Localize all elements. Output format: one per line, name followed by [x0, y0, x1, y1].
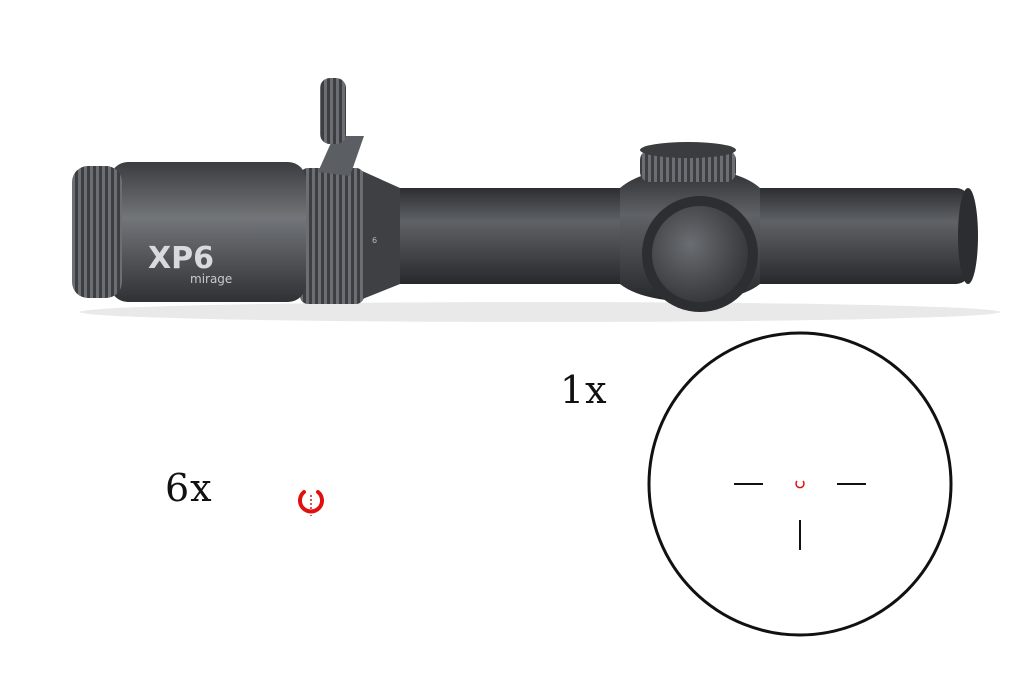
throw-lever-base — [318, 136, 364, 176]
elevation-turret — [640, 150, 736, 182]
eyepiece-ring — [72, 166, 122, 298]
objective-end — [958, 188, 978, 284]
scope-model-text: XP6 — [148, 241, 214, 276]
windage-turret — [652, 206, 748, 302]
reticle-view-1x — [647, 331, 953, 637]
ocular-housing — [110, 162, 306, 302]
magnification-mark: 6 — [372, 236, 377, 245]
magnification-label-6x: 6x — [165, 466, 213, 510]
power-ring-taper — [360, 170, 400, 300]
reticle-view-6x — [298, 490, 324, 516]
reticle-circle — [647, 331, 953, 637]
elevation-turret-cap — [640, 142, 736, 158]
objective-tube — [740, 188, 970, 284]
scope-submodel-text: mirage — [190, 272, 232, 286]
scope-shadow — [80, 302, 1000, 322]
reticle-red-dot — [795, 480, 805, 489]
riflescope: XP6 mirage 6 — [72, 78, 978, 312]
magnification-ring — [300, 168, 364, 304]
magnification-label-1x: 1x — [560, 368, 608, 412]
throw-lever — [320, 78, 346, 144]
